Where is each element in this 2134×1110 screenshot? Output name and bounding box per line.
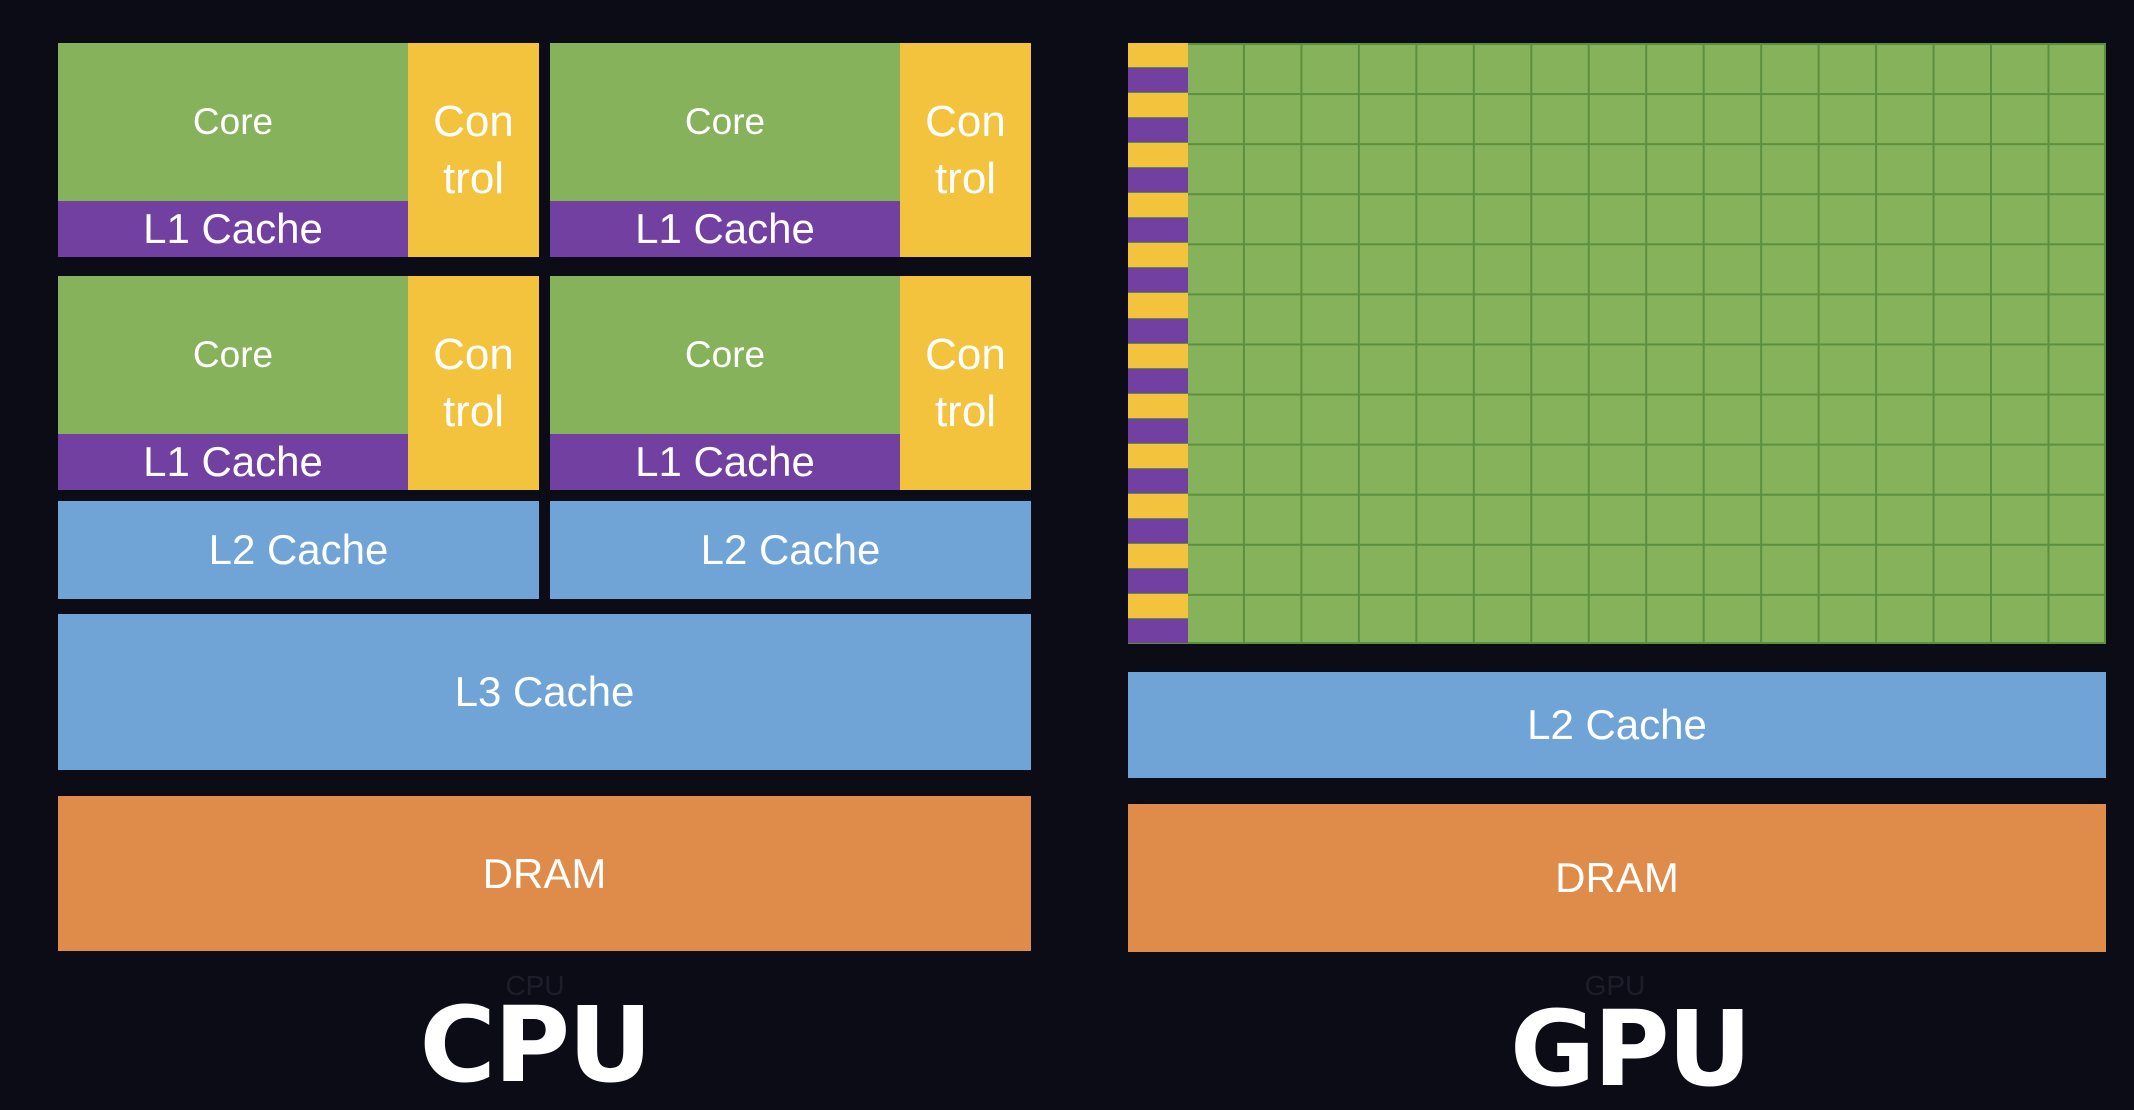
gpu-control-cell [1128, 43, 1188, 69]
cpu-l1-cache-3: L1 Cache [58, 434, 408, 490]
cpu-core-2: Core [550, 43, 900, 201]
gpu-l1-cache-cell [1128, 168, 1188, 194]
gpu-l1-cache-cell [1128, 619, 1188, 645]
cpu-control-4-line1: Con [925, 330, 1006, 379]
gpu-core-grid [1128, 43, 2106, 644]
cpu-l3-cache: L3 Cache [58, 614, 1031, 770]
gpu-l1-cache-cell [1128, 468, 1188, 494]
gpu-title: GPU [1509, 988, 1752, 1110]
gpu-l1-cache-cell [1128, 368, 1188, 394]
gpu-control-cell [1128, 443, 1188, 469]
gpu-control-cell [1128, 143, 1188, 169]
gpu-control-cell [1128, 243, 1188, 269]
gpu-l1-cache-cell [1128, 418, 1188, 444]
gpu-l1-cache-cell [1128, 268, 1188, 294]
cpu-control-4-line2: trol [934, 387, 997, 436]
gpu-l1-cache-cell [1128, 518, 1188, 544]
cpu-ghost-label: CPU [505, 970, 565, 1001]
gpu-dram: DRAM [1128, 804, 2106, 952]
gpu-l1-cache-cell [1128, 68, 1188, 94]
gpu-control-cell [1128, 193, 1188, 219]
cpu-control-4: Con trol [900, 276, 1031, 490]
gpu-l1-cache-cell [1128, 318, 1188, 344]
cpu-control-2-line2: trol [934, 154, 997, 203]
gpu-l1-cache-cell [1128, 218, 1188, 244]
cpu-l1-cache-1: L1 Cache [58, 201, 408, 257]
gpu-l2-cache: L2 Cache [1128, 672, 2106, 778]
gpu-control-strip [1128, 43, 1188, 645]
cpu-core-4: Core [550, 276, 900, 434]
cpu-control-2: Con trol [900, 43, 1031, 257]
gpu-l1-cache-cell [1128, 568, 1188, 595]
cpu-l2-cache-2: L2 Cache [550, 501, 1031, 599]
gpu-control-cell [1128, 343, 1188, 369]
cpu-l2-cache-1: L2 Cache [58, 501, 539, 599]
cpu-control-2-line1: Con [925, 97, 1006, 146]
gpu-control-cell [1128, 393, 1188, 419]
cpu-title: CPU [419, 984, 653, 1106]
cpu-control-1-line1: Con [433, 97, 514, 146]
gpu-control-cell [1128, 93, 1188, 119]
cpu-control-3-line1: Con [433, 330, 514, 379]
gpu-control-cell [1128, 493, 1188, 519]
gpu-l1-cache-cell [1128, 118, 1188, 144]
gpu-ghost-label: GPU [1584, 970, 1646, 1001]
cpu-dram: DRAM [58, 796, 1031, 951]
cpu-l1-cache-2: L1 Cache [550, 201, 900, 257]
gpu-control-cell [1128, 543, 1188, 569]
gpu-control-cell [1128, 594, 1188, 620]
cpu-control-1: Con trol [408, 43, 539, 257]
cpu-control-1-line2: trol [442, 154, 505, 203]
cpu-control-3: Con trol [408, 276, 539, 490]
cpu-core-1: Core [58, 43, 408, 201]
gpu-control-cell [1128, 293, 1188, 319]
cpu-l1-cache-4: L1 Cache [550, 434, 900, 490]
cpu-core-3: Core [58, 276, 408, 434]
cpu-control-3-line2: trol [442, 387, 505, 436]
